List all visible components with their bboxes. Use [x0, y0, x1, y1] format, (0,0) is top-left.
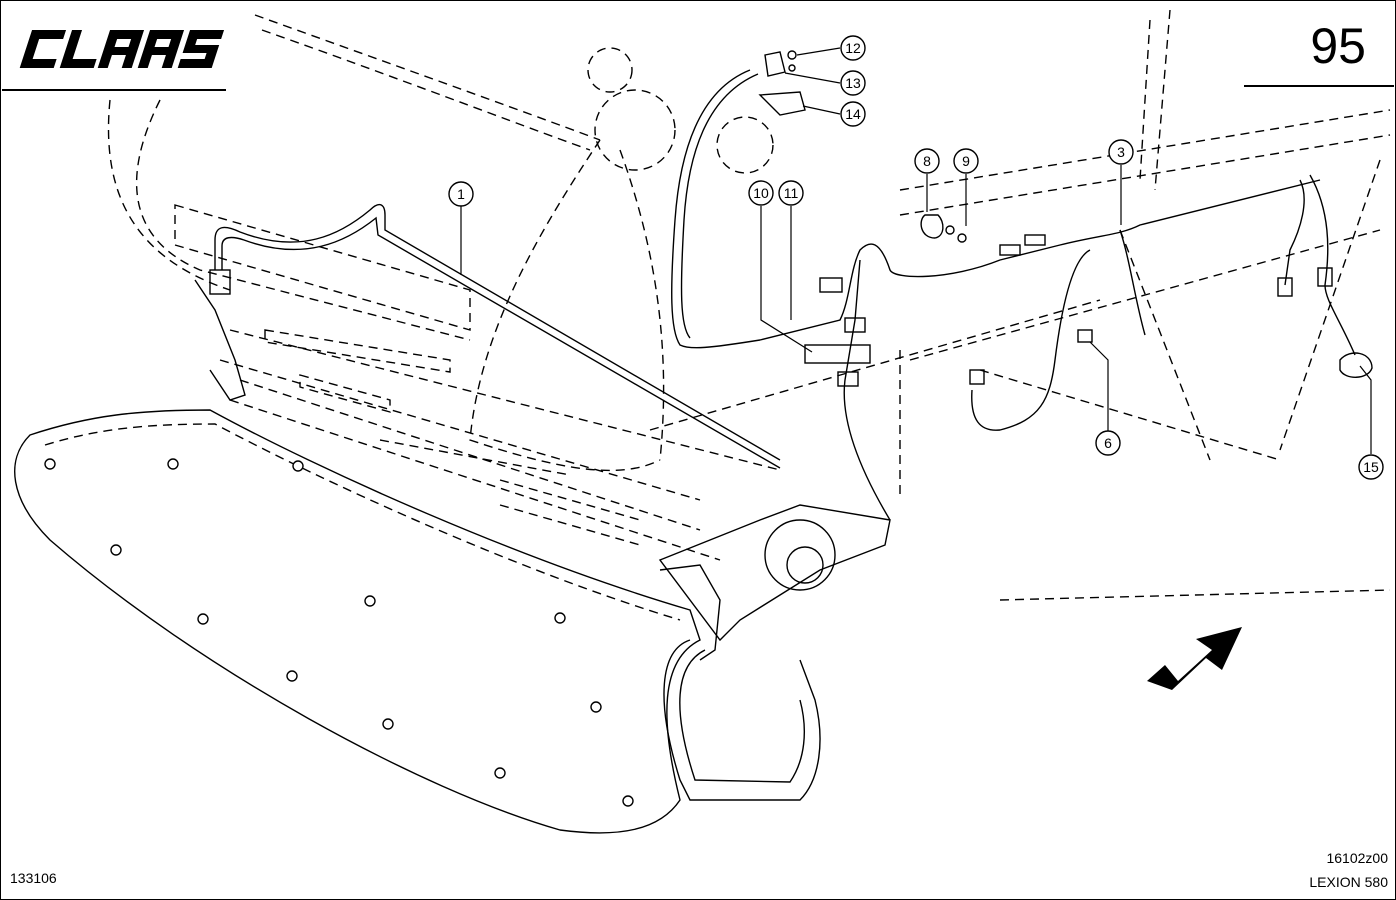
callout-label: 12	[845, 40, 861, 56]
callout-1: 1	[448, 181, 474, 207]
part-6-plug	[1077, 329, 1093, 343]
model-name: LEXION 580	[1309, 874, 1388, 890]
callout-14: 14	[840, 101, 866, 127]
hydraulic-hub	[594, 89, 676, 171]
motor-flange	[764, 519, 836, 591]
platform-bolts	[44, 458, 634, 807]
bolt	[110, 544, 122, 556]
part-12-washer	[787, 50, 797, 60]
cable-1-b	[221, 216, 781, 469]
cable-center	[1119, 229, 1146, 336]
part-12-nut	[788, 64, 796, 72]
figure-code: 16102z00	[1326, 850, 1388, 866]
cab-body-outline	[107, 9, 1391, 601]
connector-d	[1277, 277, 1293, 297]
callout-label: 15	[1363, 459, 1379, 475]
callout-11: 11	[778, 180, 804, 206]
cable-right-2	[1309, 174, 1356, 356]
hydraulic-hub-2	[716, 116, 774, 174]
cable-main	[671, 69, 1321, 349]
bolt	[622, 795, 634, 807]
callout-3: 3	[1108, 139, 1134, 165]
bolt	[167, 458, 179, 470]
rear-platform	[14, 409, 701, 834]
drawing-id: 133106	[10, 870, 57, 886]
callout-label: 11	[784, 185, 799, 201]
cable-down	[843, 259, 891, 521]
cable-loop	[971, 249, 1091, 431]
part-8-clip	[920, 214, 944, 239]
cable-main-b	[680, 73, 759, 339]
callout-6: 6	[1095, 430, 1121, 456]
callout-13: 13	[840, 70, 866, 96]
callout-8: 8	[914, 148, 940, 174]
bolt	[382, 718, 394, 730]
callout-15: 15	[1358, 454, 1384, 480]
callout-label: 10	[753, 185, 769, 201]
mounting-bracket	[658, 504, 891, 642]
callout-label: 9	[962, 153, 970, 169]
part-15-grommet	[1339, 352, 1373, 378]
callout-label: 1	[457, 186, 465, 202]
bolt	[197, 613, 209, 625]
ladder-rail-inner	[679, 649, 805, 783]
cable-1	[214, 203, 781, 461]
part-13-connector	[764, 51, 786, 77]
page-number: 95	[1310, 18, 1366, 74]
connector-c	[837, 371, 859, 387]
callout-label: 14	[845, 106, 861, 122]
claas-logo	[19, 30, 225, 68]
connector-g	[969, 369, 985, 385]
bolt	[554, 612, 566, 624]
motor-body	[786, 546, 824, 584]
connector-h	[999, 244, 1021, 256]
bolt	[44, 458, 56, 470]
bolt	[364, 595, 376, 607]
part-14-bracket	[758, 91, 806, 116]
connector-i	[1024, 234, 1046, 246]
bolt	[292, 460, 304, 472]
lamp-bracket-2	[659, 564, 721, 661]
callout-label: 6	[1104, 435, 1112, 451]
part-9-bolt	[945, 225, 955, 235]
callout-10: 10	[748, 180, 774, 206]
connector-a	[819, 277, 843, 293]
bolt	[494, 767, 506, 779]
callout-9: 9	[953, 148, 979, 174]
direction-arrow	[1147, 627, 1242, 690]
lamp-bracket	[194, 279, 246, 401]
hydraulic-hub-3	[587, 47, 633, 93]
ladder-rail	[663, 639, 821, 801]
connector-e	[1317, 267, 1333, 287]
callout-label: 13	[845, 75, 861, 91]
callout-label: 8	[923, 153, 931, 169]
part-9-bolt-2	[957, 233, 967, 243]
bolt	[286, 670, 298, 682]
callout-label: 3	[1117, 144, 1125, 160]
connector-f	[209, 269, 231, 295]
cable-right	[1284, 179, 1305, 286]
connector-b	[844, 317, 866, 333]
leader-lines	[460, 47, 1372, 454]
rear-platform-inner	[44, 423, 681, 621]
part-10-plate	[804, 344, 871, 364]
bolt	[590, 701, 602, 713]
callout-12: 12	[840, 35, 866, 61]
